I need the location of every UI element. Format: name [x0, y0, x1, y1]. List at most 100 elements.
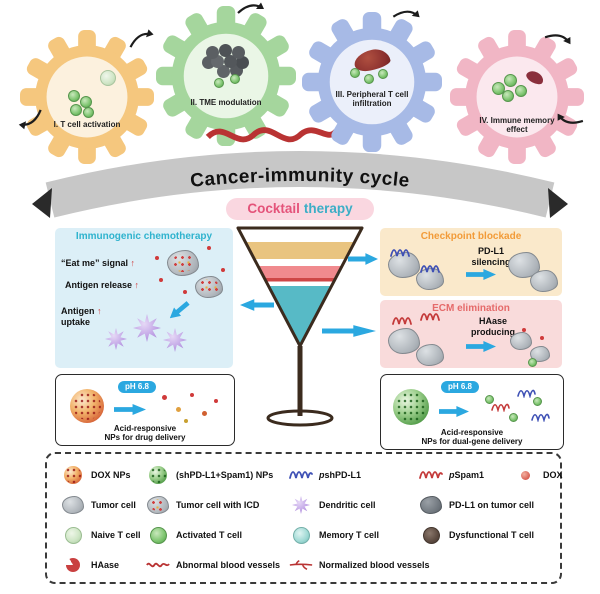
legend-item-pshpdl1: pshPD-L1	[289, 470, 419, 480]
legend-item-abnormal-vessels: Abnormal blood vessels	[146, 559, 289, 571]
legend-item-dendritic: Dendritic cell	[289, 496, 419, 514]
abnormal-vessels-icon	[146, 562, 170, 568]
tumor-cell-icon	[416, 268, 444, 290]
naive-t-cell-icon	[100, 70, 116, 86]
legend-item-gene-nps: (shPD-L1+Spam1) NPs	[146, 466, 289, 484]
cocktail-word: Cocktail	[247, 201, 300, 216]
legend-row: Naive T cell Activated T cell Memory T c…	[61, 522, 554, 548]
tumor-cell-icd-icon	[167, 250, 199, 276]
activated-t-cell-icon	[350, 68, 360, 78]
particle	[540, 336, 544, 340]
pd-l1-coil-icon	[420, 265, 440, 273]
glass-to-left-arrow-icon	[240, 299, 274, 311]
cycle-arrow-icon	[129, 29, 154, 48]
activated-t-cell-icon	[80, 96, 92, 108]
cycle-arrow-icon	[392, 10, 420, 18]
t-cell-icon	[528, 358, 537, 367]
glass-to-checkpoint-arrow-icon	[348, 253, 378, 265]
tumor-cell-icd-icon	[195, 276, 223, 298]
cycle-arrow-icon	[18, 109, 42, 130]
np-caption: Acid-responsive NPs for drug delivery	[104, 423, 186, 442]
cycle-arrow-icon	[557, 113, 584, 124]
drug-np-box: pH 6.8 Acid-responsive NPs for drug deli…	[55, 374, 235, 446]
memory-t-cell-icon	[492, 82, 505, 95]
haase-coil-icon	[392, 317, 412, 325]
svg-text:Cancer-immunity cycle: Cancer-immunity cycle	[189, 165, 410, 192]
dendritic-cell-icon	[163, 328, 187, 352]
memory-t-cell-icon	[292, 526, 310, 544]
tumor-cell-icon	[62, 496, 84, 514]
gene-np-box: pH 6.8 Acid-responsive NPs for dual-gene…	[380, 374, 564, 450]
gear-t-cell-activation: I. T cell activation	[20, 30, 154, 164]
panel-title: Immunogenic chemotherapy	[75, 231, 213, 242]
haase-icon	[66, 558, 80, 572]
cycle-arrow-icon	[544, 34, 571, 45]
legend-item-haase: HAase	[61, 558, 146, 572]
legend-box: DOX NPs (shPD-L1+Spam1) NPs pshPD-L1 pSp…	[45, 452, 563, 584]
legend-row: DOX NPs (shPD-L1+Spam1) NPs pshPD-L1 pSp…	[61, 462, 563, 488]
gear-tme-modulation: II. TME modulation	[156, 6, 339, 146]
activated-t-cell-icon	[70, 104, 82, 116]
tumor-cell-icon	[530, 270, 558, 292]
panel-title: ECM elimination	[432, 303, 510, 314]
legend-item-activated-t: Activated T cell	[146, 526, 289, 544]
pdl1-silencing-label: PD-L1 silencing	[471, 246, 511, 267]
pspam1-icon	[419, 471, 443, 479]
activated-t-cell-icon	[230, 74, 240, 84]
tumor-cell-icon	[416, 344, 444, 366]
abnormal-vessel-icon	[205, 127, 339, 143]
tumor-mass-icon	[206, 46, 219, 59]
dendritic-cell-icon	[105, 328, 127, 350]
tumor-cell-icon	[508, 252, 540, 278]
legend-row: Tumor cell Tumor cell with ICD Dendritic…	[61, 492, 554, 518]
ecm-elimination-panel: ECM elimination HAase producing	[380, 300, 562, 368]
legend-item-dox-nps: DOX NPs	[61, 466, 146, 484]
activated-t-cell-icon	[378, 69, 388, 79]
banner-arrow-right-icon	[548, 188, 568, 218]
haase-coil-icon	[420, 313, 440, 321]
legend-item-tumor-cell: Tumor cell	[61, 496, 146, 514]
cancer-immunity-banner: Cancer-immunity cycle	[32, 151, 568, 218]
gear-immune-memory: IV. Immune memory effect	[450, 30, 584, 164]
activated-t-cell-icon	[214, 78, 224, 88]
pd-l1-coil-icon	[390, 249, 410, 257]
ph-badge: pH 6.8	[441, 381, 480, 393]
gear-label: III. Peripheral T cell infiltration	[335, 90, 409, 109]
panel-title: Checkpoint blockade	[420, 231, 522, 242]
ph-badge: pH 6.8	[118, 381, 157, 393]
banner-arrow-left-icon	[32, 188, 52, 218]
release-arrow-icon	[439, 406, 469, 417]
legend-item-naive-t: Naive T cell	[61, 526, 146, 544]
legend-item-pdl1-tumor: PD-L1 on tumor cell	[419, 496, 534, 514]
banner-title: Cancer-immunity cycle	[189, 165, 410, 192]
legend-item-dysfunctional-t: Dysfunctional T cell	[419, 526, 534, 544]
gene-np-icon	[393, 389, 429, 425]
activated-t-cell-icon	[68, 90, 80, 102]
activated-t-cell-icon	[149, 526, 167, 544]
legend-item-dox: DOX	[513, 470, 563, 480]
pdl1-tumor-cell-icon	[420, 496, 442, 514]
gear-icon	[156, 6, 296, 146]
activated-t-cell-icon	[83, 107, 94, 118]
glass-to-ecm-arrow-icon	[322, 325, 376, 337]
uptake-arrow-icon	[166, 298, 193, 323]
legend-item-memory-t: Memory T cell	[289, 526, 419, 544]
gene-nps-icon	[149, 466, 167, 484]
immunogenic-chemotherapy-panel: Immunogenic chemotherapy “Eat me” signal…	[55, 228, 233, 368]
cycle-arrow-icon	[237, 2, 264, 14]
particle	[522, 328, 526, 332]
naive-t-cell-icon	[64, 526, 82, 544]
blue-arrow-icon	[466, 341, 496, 352]
legend-item-normalized-vessels: Normalized blood vessels	[289, 558, 430, 572]
release-arrow-icon	[114, 404, 146, 415]
dox-nps-icon	[64, 466, 82, 484]
dendritic-cell-icon	[133, 314, 161, 342]
blue-arrow-icon	[466, 269, 496, 280]
legend-item-tumor-icd: Tumor cell with ICD	[146, 496, 289, 514]
activated-t-cell-icon	[364, 74, 374, 84]
pshpdl1-icon	[289, 471, 313, 479]
np-caption: Acid-responsive NPs for dual-gene delive…	[421, 427, 523, 446]
checkpoint-blockade-panel: Checkpoint blockade PD-L1 silencing	[380, 228, 562, 296]
dox-np-icon	[70, 389, 104, 423]
